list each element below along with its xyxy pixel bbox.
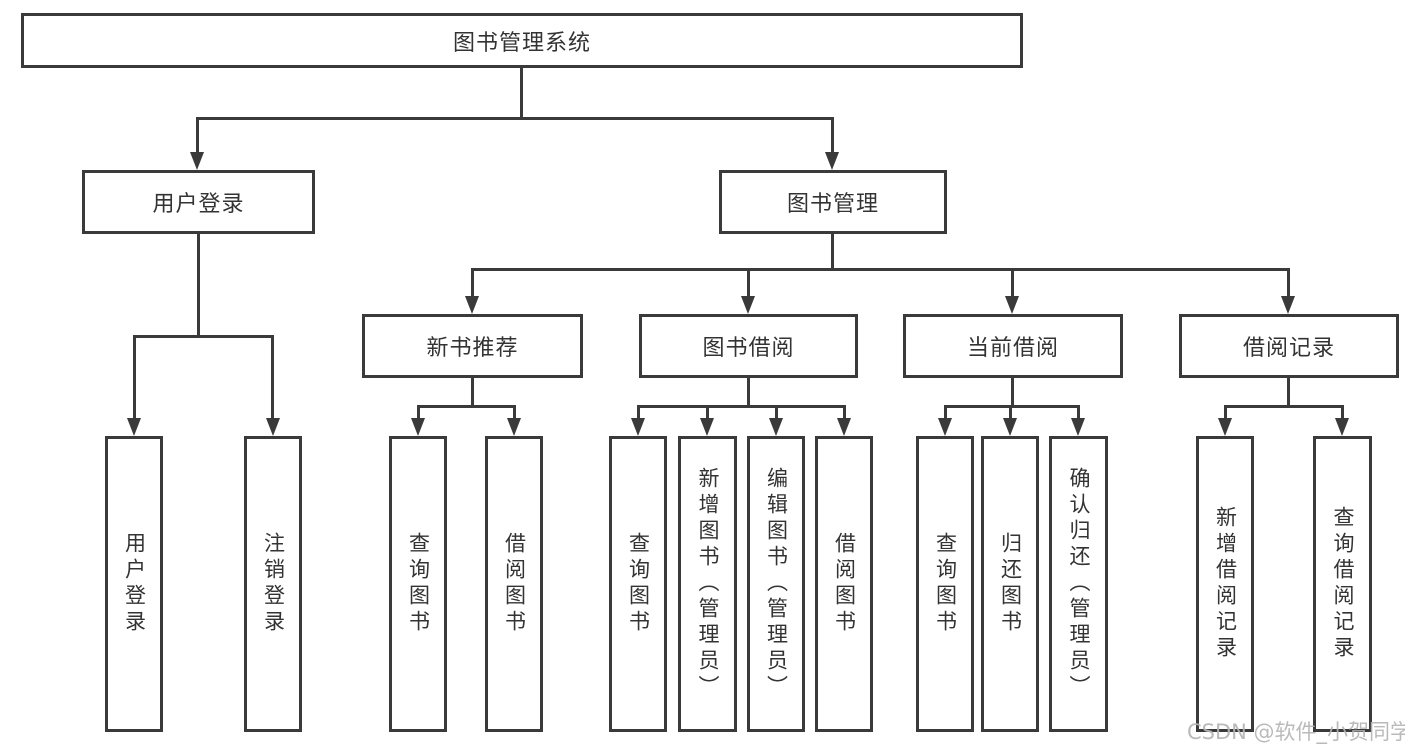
connector-leaf-stem: [1224, 405, 1227, 419]
leaf-query-borrow-record: 查询借阅记录: [1313, 436, 1372, 732]
arrow-down-icon: [1003, 418, 1017, 436]
connector-leaf-stem: [1009, 405, 1012, 419]
leaf-logout: 注销登录: [244, 436, 302, 732]
connector-leaf-stem: [843, 405, 846, 419]
connector-l3-stem: [471, 268, 474, 297]
leaf-confirm-return-admin: 确认归还（管理员）: [1049, 436, 1108, 732]
connector-drop: [747, 378, 750, 408]
arrow-down-icon: [1218, 418, 1232, 436]
node-root: 图书管理系统: [21, 13, 1023, 68]
connector-root-drop: [520, 68, 523, 117]
connector-user-login-drop: [197, 234, 200, 335]
arrow-down-icon: [507, 418, 521, 436]
connector-user-login-split: [133, 335, 274, 338]
connector-leaf-stem: [1077, 405, 1080, 419]
connector-user-login-stem: [196, 117, 199, 153]
leaf-query-books: 查询图书: [609, 436, 667, 732]
leaf-return-books: 归还图书: [981, 436, 1039, 732]
arrow-down-icon: [631, 418, 645, 436]
node-book-borrow: 图书借阅: [639, 314, 858, 378]
connector-leaf-stem: [706, 405, 709, 419]
connector-l3-stem: [747, 268, 750, 297]
connector-l3-stem: [1287, 268, 1290, 297]
leaf-borrow-books: 借阅图书: [815, 436, 873, 732]
leaf-user-login: 用户登录: [105, 436, 163, 732]
connector-leaf-stem: [271, 335, 274, 419]
leaf-edit-books-admin: 编辑图书（管理员）: [747, 436, 805, 732]
connector-leaf-stem: [637, 405, 640, 419]
arrow-down-icon: [190, 152, 204, 170]
connector-split: [637, 405, 846, 408]
connector-drop: [1011, 378, 1014, 408]
arrow-down-icon: [465, 296, 479, 314]
connector-l3-stem: [1011, 268, 1014, 297]
connector-split: [1224, 405, 1343, 408]
node-borrow-records: 借阅记录: [1179, 314, 1399, 378]
arrow-down-icon: [1005, 296, 1019, 314]
arrow-down-icon: [741, 296, 755, 314]
arrow-down-icon: [411, 418, 425, 436]
connector-leaf-stem: [944, 405, 947, 419]
connector-book-mgmt-drop: [831, 234, 834, 268]
leaf-add-borrow-record: 新增借阅记录: [1196, 436, 1254, 732]
arrow-down-icon: [1071, 418, 1085, 436]
arrow-down-icon: [1335, 418, 1349, 436]
connector-leaf-stem: [133, 335, 136, 419]
connector-book-mgmt-stem: [831, 117, 834, 153]
node-user-login: 用户登录: [82, 170, 315, 234]
node-current-borrow: 当前借阅: [903, 314, 1123, 378]
connector-drop: [471, 378, 474, 408]
arrow-down-icon: [938, 418, 952, 436]
leaf-borrow-books: 借阅图书: [485, 436, 543, 732]
connector-book-mgmt-split: [471, 268, 1289, 271]
leaf-query-books: 查询图书: [916, 436, 974, 732]
connector-leaf-stem: [417, 405, 420, 419]
connector-leaf-stem: [775, 405, 778, 419]
connector-split: [417, 405, 515, 408]
node-new-book-recommend: 新书推荐: [362, 314, 583, 378]
arrow-down-icon: [700, 418, 714, 436]
arrow-down-icon: [837, 418, 851, 436]
node-book-management: 图书管理: [719, 170, 947, 234]
arrow-down-icon: [127, 418, 141, 436]
connector-root-split: [197, 117, 834, 120]
arrow-down-icon: [825, 152, 839, 170]
connector-leaf-stem: [1341, 405, 1344, 419]
leaf-query-books: 查询图书: [389, 436, 447, 732]
connector-drop: [1287, 378, 1290, 408]
leaf-add-books-admin: 新增图书（管理员）: [678, 436, 737, 732]
watermark: CSDN @软件_小贺同学: [1187, 720, 1405, 744]
arrow-down-icon: [1281, 296, 1295, 314]
connector-leaf-stem: [513, 405, 516, 419]
arrow-down-icon: [769, 418, 783, 436]
arrow-down-icon: [266, 418, 280, 436]
